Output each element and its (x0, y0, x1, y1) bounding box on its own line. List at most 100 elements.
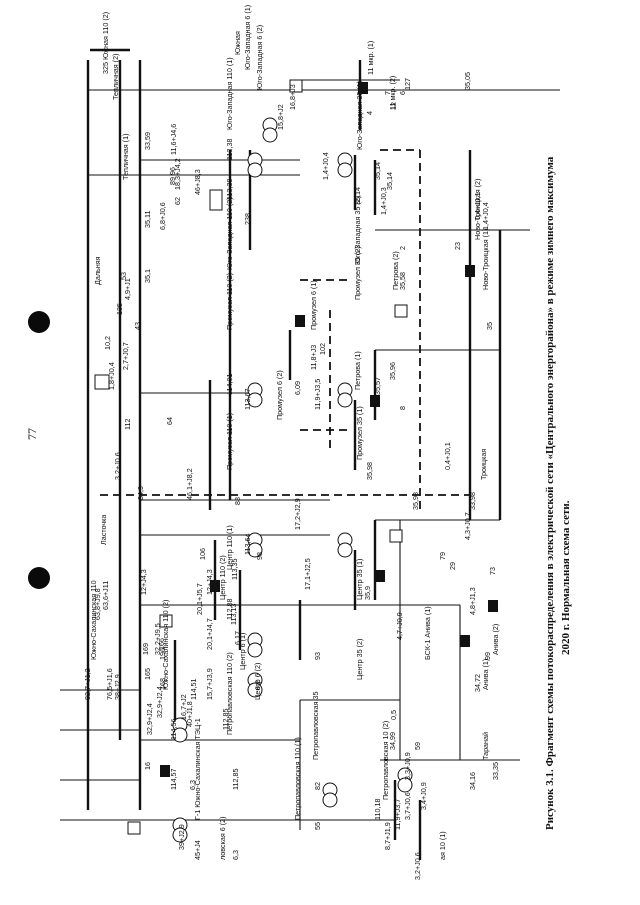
power-flow-value: 6,8+J0,6 (158, 202, 167, 230)
voltage-value: 33,98 (468, 492, 477, 510)
small-value: 23 (453, 242, 462, 250)
closed-breaker-icon (210, 580, 220, 592)
open-switch-icon (389, 529, 403, 543)
small-value: 93 (313, 652, 322, 660)
small-value: 98 (255, 552, 264, 560)
small-value: 89 (168, 177, 177, 185)
open-switch-icon (159, 614, 173, 628)
caption-line-2: 2020 г. Нормальная схема сети. (560, 500, 572, 655)
small-value: 6 (398, 91, 407, 95)
bus-label: Центр 35 (2) (355, 639, 364, 680)
bus-label: Тепличная (2) (111, 54, 120, 100)
small-value: 55 (313, 822, 322, 830)
small-value: 169 (141, 643, 150, 655)
closed-breaker-icon (370, 395, 380, 407)
bus-label: Тепличная (1) (121, 134, 130, 180)
voltage-value: 114,57 (169, 769, 178, 790)
bus-label: Юго-Западная 110 (1) (225, 57, 234, 130)
bus-label: Петропавловская 35 (311, 691, 320, 760)
switch-layer (94, 79, 498, 835)
voltage-value: 6,17 (233, 631, 242, 645)
power-flow-value: 1,4+J0,3 (379, 187, 388, 215)
power-flow-value: 38+J2,9 (113, 674, 122, 700)
bus-label: Южно-Сахалинская 110 (89, 580, 98, 660)
power-flow-value: 17,2+J2,9 (293, 498, 302, 530)
transformer-icon (247, 532, 263, 558)
transformer-icon (337, 152, 353, 178)
power-flow-value: 17,1+J2,5 (303, 558, 312, 590)
transformer-icon (172, 817, 188, 843)
power-flow-value: 46+J8,3 (193, 169, 202, 195)
voltage-value: 6,3 (231, 850, 240, 860)
small-value: 82 (313, 782, 322, 790)
small-value: 96 (168, 167, 177, 175)
bus-label: Промузел 35 (2) (353, 246, 362, 300)
voltage-value: 113,13 (229, 604, 238, 625)
power-flow-value: 11,9+J3,5 (313, 379, 322, 410)
small-value: 238 (243, 213, 252, 225)
voltage-value: 114,01 (225, 374, 234, 395)
power-flow-value: 2,7+J0,7 (121, 342, 130, 370)
power-flow-value: 76,5+J1,6 (105, 668, 114, 700)
bus-label: Юго-Западная 6 (1) (243, 5, 252, 70)
small-value: 2 (398, 246, 407, 250)
bus-label: ловская 6 (2) (218, 816, 227, 860)
voltage-value: 35,98 (365, 462, 374, 480)
small-value: 106 (198, 548, 207, 560)
power-flow-value: 32,2+J9,5 (153, 623, 162, 655)
small-value: 16 (143, 762, 152, 770)
bus-label: Центр 110 (1) (225, 525, 234, 570)
open-switch-icon (94, 374, 110, 390)
voltage-value: 33,35 (491, 762, 500, 780)
small-value: 62 (173, 197, 182, 205)
power-flow-value: 3,7+J0,6 (403, 792, 412, 820)
bus-label: Петропавловская 110 (1) (293, 737, 302, 820)
bus-label: ая 10 (1) (438, 831, 447, 860)
bus-label: Петрова (2) (391, 251, 400, 290)
voltage-value: 35,9 (363, 586, 372, 600)
power-flow-value: 0,4+J0,1 (473, 192, 482, 220)
bus-label: Анива (1) (481, 659, 490, 690)
transformer-icon (172, 717, 188, 743)
voltage-value: 34,9 (136, 486, 145, 500)
voltage-value: 110,18 (373, 799, 382, 820)
transformer-layer (172, 117, 413, 843)
bus-label: БСК-1 Анива (1) (423, 606, 432, 660)
voltage-value: 114,56 (169, 719, 178, 740)
power-flow-value: 3,2+J0,6 (413, 852, 422, 880)
small-value: 59 (413, 742, 422, 750)
bus-label: Петропавловская 10 (2) (381, 721, 390, 800)
small-value: 196 (158, 648, 167, 660)
binder-hole-icon (28, 311, 50, 333)
bus-label: Промузел 35 (1) (355, 406, 364, 460)
power-flow-value: 10,2 (103, 336, 112, 350)
voltage-value: 112,88 (225, 599, 234, 620)
bus-label: Промузел 110 (2) (225, 273, 234, 330)
bus-label: Центр 6 (2) (253, 663, 262, 700)
power-flow-value: 0,4+J0,1 (443, 442, 452, 470)
voltage-value: 35,11 (143, 211, 152, 228)
transformer-icon (247, 382, 263, 408)
voltage-value: 34,72 (473, 674, 482, 692)
small-value: 127 (403, 78, 412, 90)
power-flow-value: 3,2+J0,6 (113, 452, 122, 480)
voltage-value: 325 (101, 62, 110, 74)
power-flow-value: 32,9+J2,4 (145, 703, 154, 735)
voltage-value: 113,67 (243, 389, 252, 410)
small-value: 12 (389, 102, 398, 110)
voltage-value: 35,1 (143, 269, 152, 283)
voltage-value: 35,14 (373, 162, 382, 180)
small-value: 43 (133, 322, 142, 330)
voltage-value: 33,59 (143, 132, 152, 150)
small-value: 135 (115, 303, 124, 315)
closed-breaker-icon (465, 265, 475, 277)
voltage-value: 35,96 (388, 362, 397, 380)
bus-label: Таранай (481, 732, 490, 760)
small-value: 88 (233, 497, 242, 505)
bus-label: Юго-Западная 35 (1) (355, 81, 364, 150)
voltage-value: 113,38 (225, 139, 234, 160)
dashed-tie-layer (100, 149, 470, 510)
power-flow-value: 15,8+J2 (276, 104, 285, 130)
bus-label: Юго-Западная 110 (2) (225, 197, 234, 270)
voltage-value: 35,14 (385, 172, 394, 190)
